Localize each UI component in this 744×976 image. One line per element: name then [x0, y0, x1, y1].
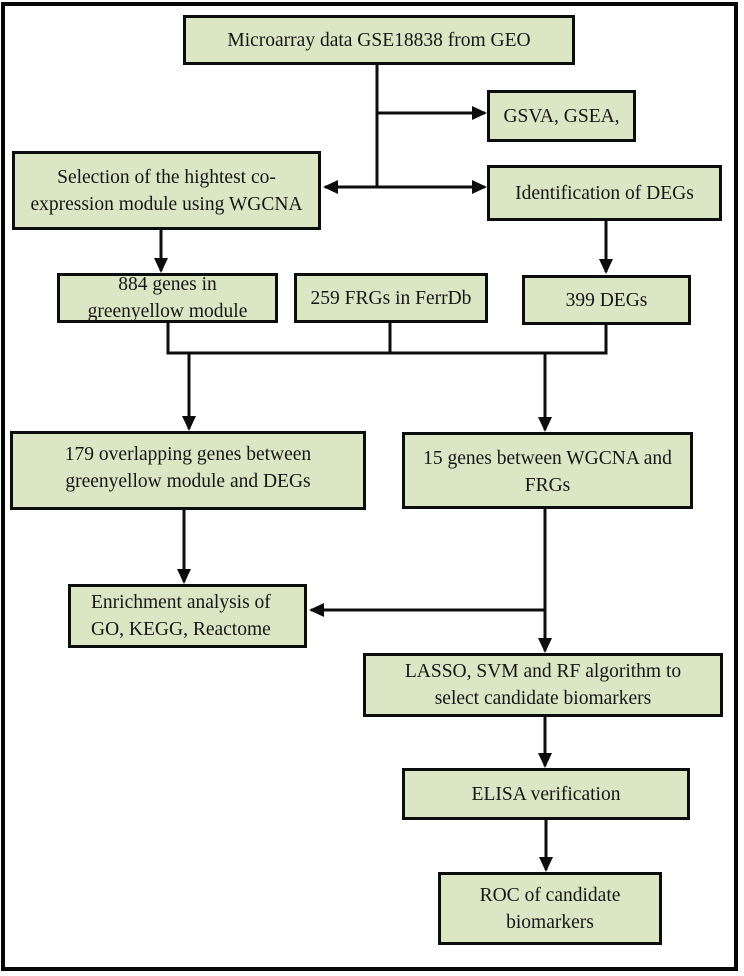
node-179-overlap: 179 overlapping genes between greenyello… [10, 431, 366, 510]
node-enrichment: Enrichment analysis of GO, KEGG, Reactom… [68, 584, 307, 648]
node-gsva-gsea: GSVA, GSEA, [487, 90, 636, 142]
node-259-frgs-label: 259 FRGs in FerrDb [310, 287, 472, 309]
node-15-genes: 15 genes between WGCNA and FRGs [402, 432, 693, 509]
node-microarray: Microarray data GSE18838 from GEO [183, 15, 575, 65]
node-wgcna-selection-label: Selection of the hightest co- expression… [30, 166, 303, 215]
node-399-degs: 399 DEGs [522, 275, 691, 325]
node-deg-identification-label: Identification of DEGs [515, 182, 694, 204]
node-roc: ROC of candidate biomarkers [438, 872, 662, 945]
node-15-genes-label: 15 genes between WGCNA and FRGs [423, 448, 672, 496]
node-179-overlap-label: 179 overlapping genes between greenyello… [64, 444, 312, 492]
node-deg-identification: Identification of DEGs [487, 165, 722, 221]
node-884-genes-label: 884 genes in greenyellow module [87, 274, 248, 322]
node-lasso-svm-rf: LASSO, SVM and RF algorithm to select ca… [363, 653, 723, 717]
node-roc-label: ROC of candidate biomarkers [479, 884, 621, 933]
node-elisa-label: ELISA verification [471, 783, 621, 805]
node-399-degs-label: 399 DEGs [565, 289, 648, 311]
node-elisa: ELISA verification [402, 768, 690, 820]
node-lasso-svm-rf-label: LASSO, SVM and RF algorithm to select ca… [404, 661, 682, 709]
node-wgcna-selection: Selection of the hightest co- expression… [12, 151, 321, 230]
node-enrichment-label: Enrichment analysis of GO, KEGG, Reactom… [91, 592, 271, 640]
node-259-frgs: 259 FRGs in FerrDb [294, 273, 488, 323]
node-gsva-gsea-label: GSVA, GSEA, [503, 105, 620, 127]
node-microarray-label: Microarray data GSE18838 from GEO [227, 29, 531, 51]
node-884-genes: 884 genes in greenyellow module [57, 273, 278, 323]
